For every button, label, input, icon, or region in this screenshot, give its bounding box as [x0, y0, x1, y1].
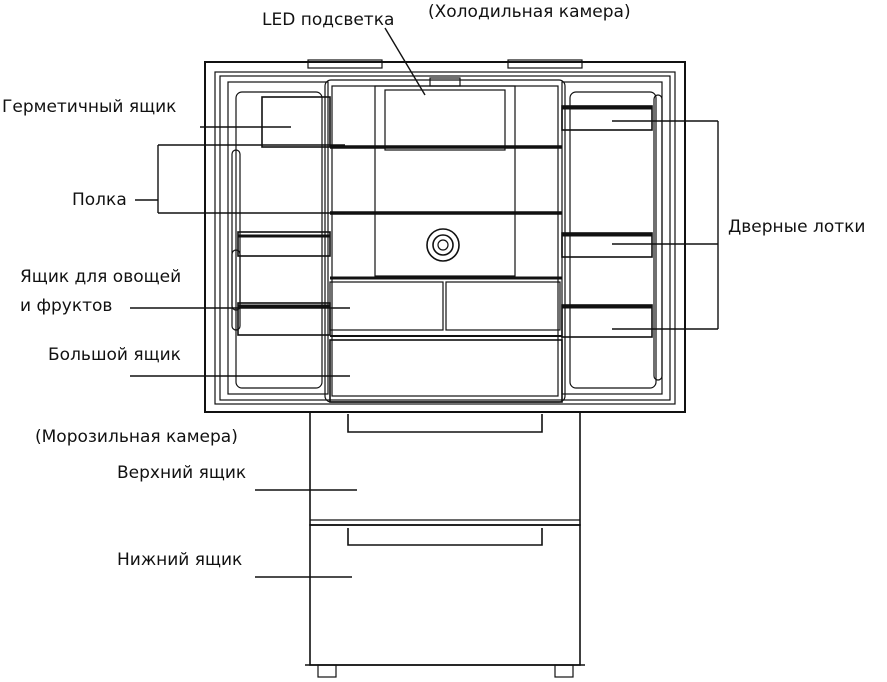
crisper-label-line2: и фруктов [20, 296, 113, 316]
sealed-box-label: Герметичный ящик [2, 97, 177, 117]
crisper-label-line1: Ящик для овощей [20, 267, 182, 287]
upper-drawer-handle [347, 414, 543, 433]
crisper-right [445, 281, 561, 331]
led-light [429, 77, 461, 87]
upper-drawer-label: Верхний ящик [117, 463, 247, 483]
led-label: LED подсветка [262, 10, 395, 30]
right-door-bin [561, 105, 653, 131]
freezer [305, 411, 585, 678]
lower-drawer [309, 524, 581, 666]
shelf-label: Полка [72, 190, 127, 210]
right-door [561, 81, 663, 395]
left-door [227, 81, 331, 395]
large-drawer-label: Большой ящик [48, 345, 181, 365]
lower-drawer-handle [347, 528, 543, 546]
leader-lines [130, 27, 719, 578]
upper-drawer [309, 411, 581, 526]
crisper-left [329, 281, 444, 331]
large-drawer [329, 339, 563, 403]
lower-drawer-label: Нижний ящик [117, 550, 243, 570]
foot [554, 664, 574, 678]
sealed-box [261, 96, 331, 148]
right-door-bin [561, 304, 653, 338]
door-bins-label: Дверные лотки [728, 217, 866, 237]
left-door-bin [237, 231, 331, 257]
foot [317, 664, 337, 678]
fridge-section-label: (Холодильная камера) [428, 2, 631, 22]
freezer-section-label: (Морозильная камера) [35, 427, 238, 447]
fridge-compartment [324, 77, 566, 403]
right-door-bin [561, 232, 653, 258]
